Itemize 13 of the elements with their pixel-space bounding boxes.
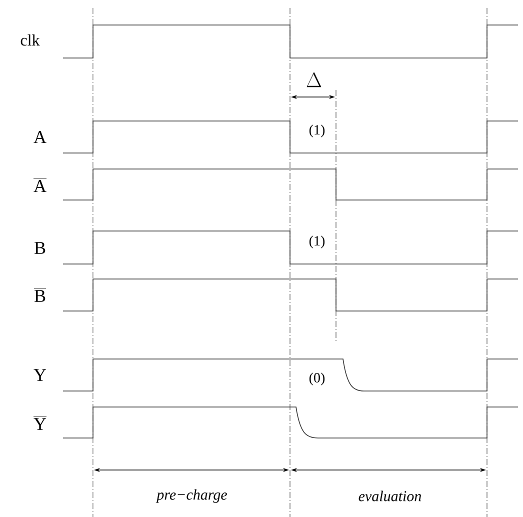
phase-label: pre−charge — [156, 489, 227, 503]
logic-value: (1) — [309, 236, 325, 248]
logic-value: (1) — [309, 124, 325, 138]
signal-name: $\overline{\mathrm{B}}$ — [34, 288, 46, 302]
signal-name: $\overline{\mathrm{A}}$ — [34, 178, 46, 192]
delta-symbol: $\Delta$ — [306, 72, 322, 88]
logic-value: (0) — [309, 372, 325, 386]
signal-name: $\overline{\mathrm{Y}}$ — [34, 416, 46, 430]
signal-name: clk — [20, 34, 40, 46]
signal-name: A — [34, 131, 46, 143]
signal-name: Y — [34, 369, 46, 381]
phase-label: evaluation — [358, 490, 422, 502]
signal-name: B — [34, 242, 46, 254]
